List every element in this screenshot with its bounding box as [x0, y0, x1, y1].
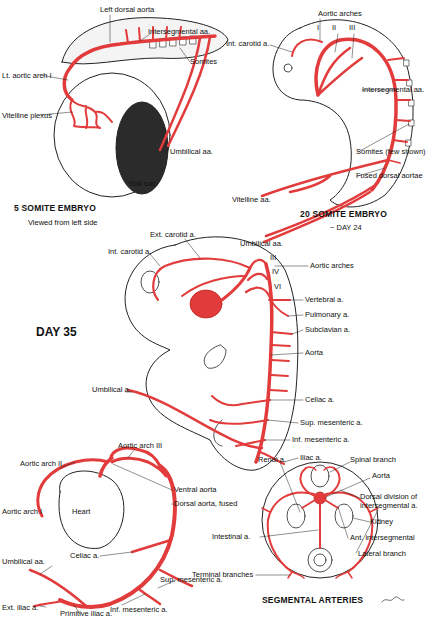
somites [404, 60, 414, 146]
anatomy-label: Left dorsal aorta [100, 6, 154, 15]
anatomy-label: Dorsal division of intersegmental a. [360, 493, 432, 510]
anatomy-label: Inf. mesenteric a. [110, 606, 168, 615]
anatomy-label: I [317, 24, 319, 33]
anatomy-label: Aortic arches [318, 10, 362, 19]
anatomy-label: Yolk sac [128, 180, 156, 189]
anatomy-label: Spinal branch [350, 456, 396, 465]
anatomy-label: Lateral branch [358, 550, 406, 559]
twenty-somite-embryo [262, 19, 414, 242]
panel-title: DAY 35 [36, 326, 77, 339]
anatomy-label: II [332, 24, 336, 33]
aorta [314, 492, 326, 504]
anatomy-label: Umbilical aa. [170, 148, 213, 157]
vitelline-plexus [70, 100, 112, 128]
anatomy-label: Kidney [370, 518, 393, 527]
anatomy-label: Terminal branches [192, 571, 253, 580]
aorta [256, 264, 272, 462]
anatomy-label: Renal a. [258, 456, 286, 465]
anatomy-label: Somites (few shown) [356, 148, 426, 157]
anatomy-label: Aortic arches [310, 262, 354, 271]
panel-title: 20 SOMITE EMBRYO [300, 210, 387, 219]
anatomy-label: ~ DAY 24 [330, 224, 362, 233]
anatomy-label: Fused dorsal aortae [356, 172, 423, 181]
internal-carotid [153, 259, 250, 300]
segmental-cross-section [256, 462, 404, 602]
celiac-artery [212, 396, 270, 405]
anatomy-label: Int. carotid a. [108, 248, 151, 257]
anatomy-label: Ventral aorta [174, 486, 217, 495]
intestinal-lumen [314, 554, 326, 566]
intestinal-artery [319, 504, 321, 548]
anatomy-label: Intersegmental aa. [148, 28, 210, 37]
anatomy-label: Primitive iliac a. [60, 610, 112, 618]
artist-signature [382, 597, 404, 602]
anatomy-label: Sup. mesenteric a. [300, 419, 363, 428]
anatomy-label: Vitelline aa. [232, 196, 271, 205]
anatomy-label: III [349, 24, 355, 33]
anatomy-label: Ext. carotid a. [150, 231, 196, 240]
anatomy-label: Umbilical aa. [240, 240, 283, 249]
anatomy-label: Somites [190, 58, 217, 67]
leader-lines [256, 462, 378, 575]
anatomy-label: Subclavian a. [305, 326, 350, 335]
superior-mesenteric [210, 420, 268, 424]
anatomy-label: Ant. intersegmental [350, 534, 415, 543]
anatomy-label: Umbilical aa. [2, 558, 45, 567]
aortic-arch-one [38, 460, 108, 516]
aortic-sac [222, 268, 250, 300]
spinal-branch [306, 467, 334, 470]
anatomy-label: Viewed from left side [28, 219, 97, 228]
aortic-arches [318, 48, 362, 95]
arterial-schematic [30, 448, 192, 614]
anatomy-label: Iliac a. [300, 454, 322, 463]
anatomy-label: Celiac a. [305, 396, 334, 405]
intersegmental-arteries [268, 492, 373, 572]
anatomy-label: Heart [72, 508, 90, 517]
anatomy-label: Int. carotid a. [226, 40, 269, 49]
anatomy-label: Inf. mesenteric a. [292, 436, 350, 445]
anatomy-label: Aorta [305, 349, 323, 358]
anatomy-label: Vitelline plexus [2, 112, 52, 121]
inferior-mesenteric [140, 590, 160, 604]
yolk-sac [54, 73, 170, 197]
anatomy-label: Aortic arch I [2, 508, 42, 517]
anatomy-label: Vertebral a. [305, 296, 343, 305]
external-iliac [34, 601, 64, 606]
external-carotid [182, 276, 246, 296]
panel-title: SEGMENTAL ARTERIES [262, 596, 363, 605]
internal-carotid [292, 40, 322, 56]
anatomy-label: Intestinal a. [212, 533, 250, 542]
anatomy-label: Dorsal aorta, fused [174, 500, 237, 509]
anatomy-label: Aortic arch II [20, 460, 62, 469]
optic-vesicle [284, 64, 292, 72]
intestine [308, 548, 332, 572]
anatomy-label: Umbilical a. [92, 386, 131, 395]
anatomy-label: VI [274, 283, 281, 292]
umbilical-arteries [160, 37, 210, 150]
anatomy-label: Lt. aortic arch I [2, 72, 52, 81]
embryo-outline [125, 237, 298, 470]
terminal-branches [288, 572, 352, 578]
umbilical-artery [128, 390, 262, 448]
anatomy-label: Aortic arch III [118, 442, 162, 451]
dorsal-aorta [60, 466, 175, 607]
anatomy-label: III [270, 254, 276, 263]
anatomy-label: IV [272, 268, 279, 277]
five-somite-embryo [40, 15, 228, 197]
day-35-embryo [125, 237, 308, 470]
leader-lines [126, 239, 308, 462]
celiac-artery [132, 540, 171, 552]
anatomy-label: Aorta [372, 472, 390, 481]
panel-title: 5 SOMITE EMBRYO [14, 204, 96, 213]
heart [190, 290, 222, 318]
heart-outline [59, 471, 124, 549]
anatomy-label: Pulmonary a. [305, 311, 349, 320]
leader-lines [40, 450, 176, 614]
anatomy-label: Ext. iliac a. [2, 604, 38, 613]
segmental-branches [268, 294, 292, 391]
umbilical-arteries [30, 570, 86, 606]
anatomy-label: Celiac a. [70, 552, 99, 561]
anatomy-label: Intersegmental aa. [362, 86, 424, 95]
